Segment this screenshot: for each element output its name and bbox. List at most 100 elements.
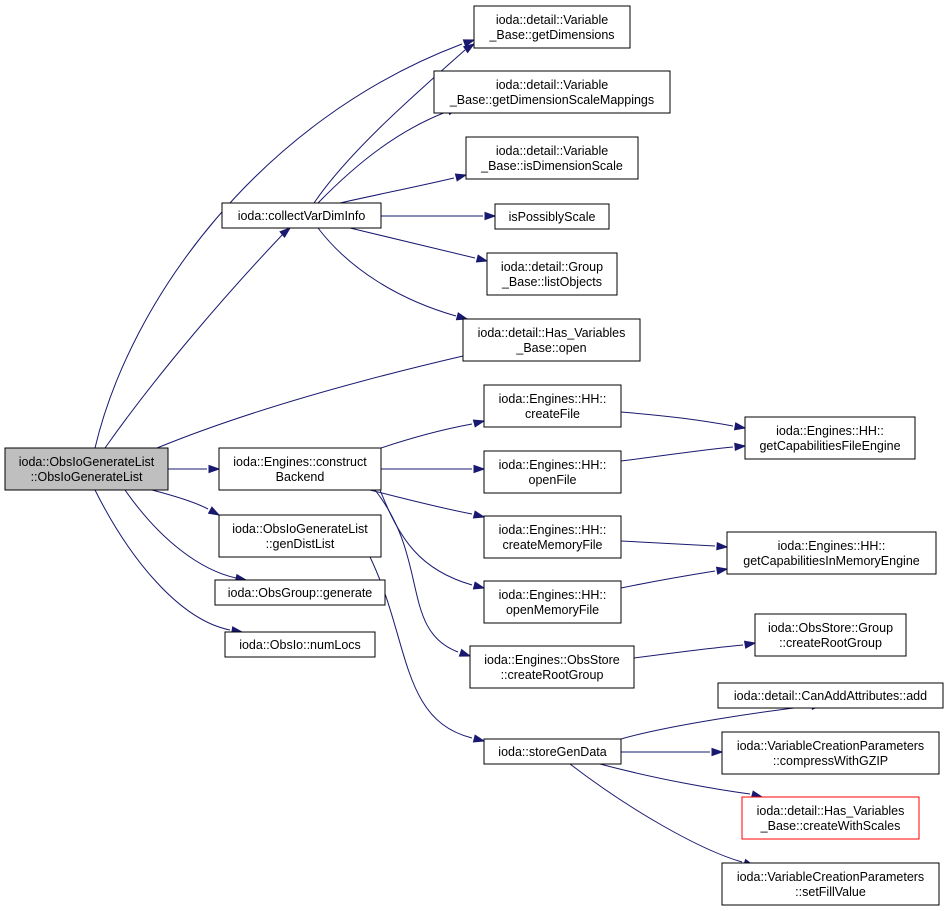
node-box[interactable] xyxy=(469,645,635,689)
node-hh-createfile[interactable]: ioda::Engines::HH::createFile xyxy=(483,384,622,428)
node-gendistlist[interactable]: ioda::ObsIoGenerateList::genDistList xyxy=(218,514,382,558)
node-label-line: ioda::Engines::HH:: xyxy=(776,424,884,438)
node-label-line: ioda::detail::Variable xyxy=(496,13,608,27)
node-box[interactable] xyxy=(465,136,639,180)
node-setfillvalue[interactable]: ioda::VariableCreationParameters::setFil… xyxy=(721,862,940,906)
arrowhead-cb-createMemoryFile xyxy=(472,510,486,519)
node-box[interactable] xyxy=(4,447,169,491)
arrowhead-createRoot-osCreateRoot xyxy=(743,640,757,649)
node-label-line: ioda::Engines::ObsStore xyxy=(484,653,620,667)
node-box[interactable] xyxy=(483,384,622,428)
node-getdimensionscalemappings[interactable]: ioda::detail::Variable_Base::getDimensio… xyxy=(433,70,671,114)
node-box[interactable] xyxy=(483,738,622,765)
node-label-line: ::createRootGroup xyxy=(501,668,604,682)
node-box[interactable] xyxy=(224,631,376,658)
edge-createFile-capFile xyxy=(620,411,734,427)
edge-collect-getDimScale xyxy=(317,111,447,204)
node-label-line: ioda::detail::Has_Variables xyxy=(757,804,905,818)
edge-storeGen-createWith xyxy=(599,763,751,795)
arrowhead-root-getDimensions xyxy=(462,39,476,48)
node-obsstore-group-createrootgroup[interactable]: ioda::ObsStore::Group::createRootGroup xyxy=(754,613,907,657)
node-obsgroup-generate[interactable]: ioda::ObsGroup::generate xyxy=(214,579,386,606)
node-ispossiblyscale[interactable]: isPossiblyScale xyxy=(494,203,610,230)
node-isdimensionscale[interactable]: ioda::detail::Variable_Base::isDimension… xyxy=(465,136,639,180)
node-box[interactable] xyxy=(218,514,382,558)
edge-cb-createMemoryFile xyxy=(369,489,473,515)
node-hh-creatememoryfile[interactable]: ioda::Engines::HH::createMemoryFile xyxy=(483,515,622,559)
arrowhead-root-collect xyxy=(279,227,292,238)
node-label-line: _Base::getDimensionScaleMappings xyxy=(449,93,654,107)
arrowhead-collect-isPossibly xyxy=(484,211,497,221)
function-nodes: ioda::ObsIoGenerateList::ObsIoGenerateLi… xyxy=(4,5,944,906)
node-label-line: isPossiblyScale xyxy=(509,210,596,224)
node-createwithscales[interactable]: ioda::detail::Has_Variables_Base::create… xyxy=(741,796,920,840)
node-label-line: ioda::Engines::HH:: xyxy=(499,523,607,537)
arrowhead-createMem-capMem xyxy=(716,541,729,551)
edge-cb-createRootGroup xyxy=(374,489,459,653)
node-compresswithgzip[interactable]: ioda::VariableCreationParameters::compre… xyxy=(721,731,940,775)
node-label-line: ioda::Engines::HH:: xyxy=(499,392,607,406)
arrowhead-root-constructBackend xyxy=(208,464,221,474)
node-box[interactable] xyxy=(218,447,382,491)
node-box[interactable] xyxy=(721,731,940,775)
node-label-line: ioda::detail::Group xyxy=(501,260,603,274)
node-box[interactable] xyxy=(462,318,641,362)
node-storegendata[interactable]: ioda::storeGenData xyxy=(483,738,622,765)
edge-root-generate xyxy=(124,489,237,579)
node-box[interactable] xyxy=(221,202,382,229)
arrowhead-openMem-capMem xyxy=(715,566,729,575)
node-label-line: _Base::getDimensions xyxy=(488,28,614,42)
arrowhead-collect-isDimScale xyxy=(454,173,468,182)
node-box[interactable] xyxy=(483,450,622,494)
node-label-line: ioda::Engines::HH:: xyxy=(778,539,886,553)
edge-collect-isDimScale xyxy=(339,177,455,204)
node-collectvardiminfo[interactable]: ioda::collectVarDimInfo xyxy=(221,202,382,229)
node-hh-openfile[interactable]: ioda::Engines::HH::openFile xyxy=(483,450,622,494)
node-has-variables-open[interactable]: ioda::detail::Has_Variables_Base::open xyxy=(462,318,641,362)
arrowhead-collect-getDimensions xyxy=(462,43,476,54)
node-label-line: ioda::ObsIoGenerateList xyxy=(232,522,368,536)
node-getdimensions[interactable]: ioda::detail::Variable_Base::getDimensio… xyxy=(473,5,631,49)
node-box[interactable] xyxy=(483,515,622,559)
node-box[interactable] xyxy=(741,796,920,840)
node-label-line: ::createRootGroup xyxy=(779,636,882,650)
node-label-line: _Base::createWithScales xyxy=(760,819,901,833)
node-obsio-numlocs[interactable]: ioda::ObsIo::numLocs xyxy=(224,631,376,658)
arrowhead-collect-listObjects xyxy=(475,254,489,263)
node-box[interactable] xyxy=(726,531,937,575)
edge-createMem-capMem xyxy=(620,540,716,547)
node-label-line: openMemoryFile xyxy=(506,603,599,617)
node-box[interactable] xyxy=(744,416,916,460)
node-obsiogeneratelist-constructor[interactable]: ioda::ObsIoGenerateList::ObsIoGenerateLi… xyxy=(4,447,169,491)
node-box[interactable] xyxy=(494,203,610,230)
node-box[interactable] xyxy=(433,70,671,114)
node-label-line: ::ObsIoGenerateList xyxy=(31,470,143,484)
node-label-line: ::compressWithGZIP xyxy=(773,754,888,768)
node-box[interactable] xyxy=(754,613,907,657)
node-hh-openmemoryfile[interactable]: ioda::Engines::HH::openMemoryFile xyxy=(483,580,622,624)
edge-root-getDimensions xyxy=(94,43,463,449)
node-canaddattributes-add[interactable]: ioda::detail::CanAddAttributes::add xyxy=(717,682,944,709)
node-label-line: _Base::isDimensionScale xyxy=(480,159,623,173)
node-box[interactable] xyxy=(486,252,618,296)
node-engines-obsstore-createrootgroup[interactable]: ioda::Engines::ObsStore::createRootGroup xyxy=(469,645,635,689)
node-label-line: getCapabilitiesInMemoryEngine xyxy=(743,554,920,568)
edge-storeGen-setFill xyxy=(569,763,743,863)
node-getcapabilitiesinmemoryengine[interactable]: ioda::Engines::HH::getCapabilitiesInMemo… xyxy=(726,531,937,575)
arrowhead-storeGen-compress xyxy=(711,747,724,757)
node-listobjects[interactable]: ioda::detail::Group_Base::listObjects xyxy=(486,252,618,296)
node-box[interactable] xyxy=(721,862,940,906)
node-box[interactable] xyxy=(717,682,944,709)
node-label-line: ioda::collectVarDimInfo xyxy=(238,209,366,223)
arrowhead-genDist-storeGen xyxy=(472,734,486,743)
node-label-line: ioda::ObsIoGenerateList xyxy=(19,455,155,469)
node-label-line: ioda::Engines::HH:: xyxy=(499,588,607,602)
node-label-line: createFile xyxy=(525,407,580,421)
node-label-line: ioda::detail::Variable xyxy=(496,78,608,92)
node-getcapabilitiesfileengine[interactable]: ioda::Engines::HH::getCapabilitiesFileEn… xyxy=(744,416,916,460)
node-box[interactable] xyxy=(473,5,631,49)
node-box[interactable] xyxy=(483,580,622,624)
node-box[interactable] xyxy=(214,579,386,606)
